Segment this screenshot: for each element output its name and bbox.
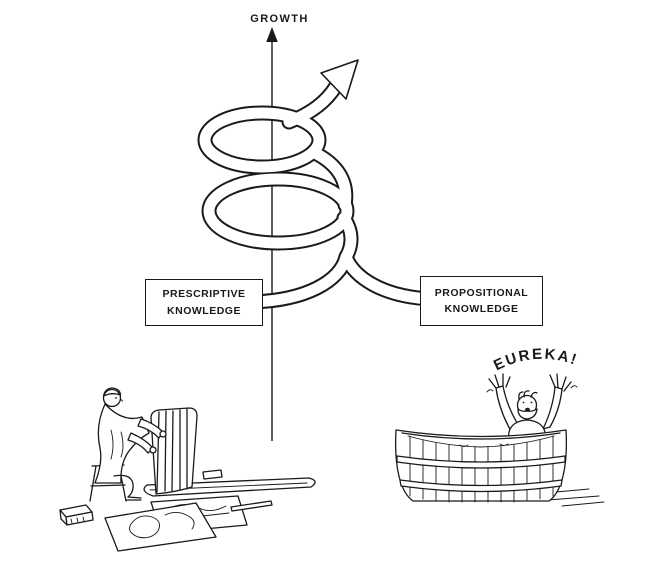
- craftsman-head: [102, 388, 122, 408]
- craftsman-figure: [94, 387, 167, 501]
- spiral-tube-body: [199, 80, 438, 308]
- whetstone-block: [202, 469, 223, 480]
- brick: [59, 504, 94, 526]
- archimedes-mouth: [525, 407, 530, 412]
- archimedes-eye-right: [530, 401, 533, 404]
- workpiece-slats: [156, 408, 188, 493]
- plan-sheet-front: [104, 502, 217, 552]
- craftsman-tunic: [94, 403, 150, 484]
- spiral-arrowhead-icon: [320, 59, 359, 100]
- archimedes-figure: [486, 373, 578, 441]
- growth-axis: [266, 27, 278, 441]
- archimedes-bathtub-icon: EUREKA!: [394, 346, 605, 507]
- ruler-stick: [230, 500, 273, 512]
- propositional-knowledge-box: PROPOSITIONAL KNOWLEDGE: [420, 276, 543, 326]
- archimedes-arm-right: [542, 386, 563, 430]
- tub-hoop-upper: [396, 455, 566, 469]
- spiral-growth-arrow-icon: [197, 59, 440, 310]
- eureka-callout: EUREKA!: [491, 346, 580, 375]
- archimedes-eye-left: [522, 401, 525, 404]
- prescriptive-knowledge-box: PRESCRIPTIVE KNOWLEDGE: [145, 279, 263, 326]
- craftsman-arm-near: [127, 432, 154, 454]
- slatted-workpiece: [150, 407, 198, 495]
- splash-marks: [486, 385, 578, 393]
- archimedes-hair: [518, 390, 538, 400]
- wood-plank: [143, 477, 316, 497]
- eureka-text: EUREKA!: [491, 346, 578, 375]
- propositional-knowledge-label: PROPOSITIONAL KNOWLEDGE: [434, 286, 529, 315]
- craftsman-leg: [113, 474, 142, 501]
- tunic-folds: [110, 429, 124, 460]
- craftsman-cap: [102, 387, 122, 397]
- craftsman-nose: [120, 398, 123, 402]
- tub-shadow-hatch: [547, 488, 605, 507]
- craftsman-hand-near: [149, 446, 157, 454]
- growth-axis-arrowhead-icon: [266, 27, 278, 42]
- archimedes-fingers-left: [488, 373, 511, 389]
- growth-axis-label: GROWTH: [250, 13, 309, 25]
- bathtub-inner-rim: [401, 432, 561, 440]
- craftsman-building-icon: [59, 387, 316, 552]
- water-line: [407, 435, 555, 448]
- plan-template-outline: [129, 512, 195, 539]
- archimedes-fingers-right: [549, 373, 572, 392]
- tub-slats: [409, 435, 554, 503]
- prescriptive-knowledge-label: PRESCRIPTIVE KNOWLEDGE: [162, 288, 246, 317]
- stool: [89, 464, 127, 502]
- craftsman-hand-far: [159, 430, 167, 438]
- tub-hoop-lower: [399, 479, 563, 493]
- archimedes-beard: [517, 408, 538, 420]
- craftsman-eye: [115, 397, 117, 399]
- craftsman-arm-far: [137, 418, 164, 439]
